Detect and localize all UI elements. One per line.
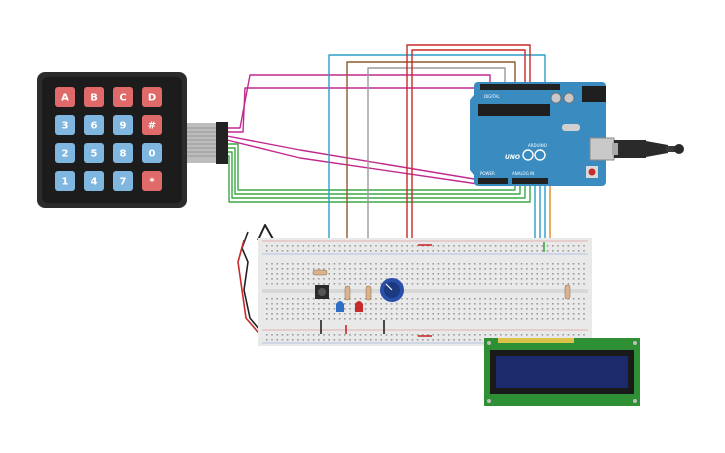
- wire-red-top1: [406, 44, 531, 248]
- arduino-board-notch: [470, 95, 474, 175]
- resistor-2: [344, 285, 351, 301]
- keypad-key-label: B: [90, 93, 98, 104]
- usb-cable-knot: [674, 144, 684, 154]
- wire-keypad-col1: [227, 143, 516, 191]
- lcd-mount-hole-1: [487, 341, 491, 345]
- keypad-4x4: A B C D 3 6 9 #2 5 8 0 1 4 7 *: [37, 72, 228, 208]
- usb-cable: [612, 140, 684, 158]
- wire-keypad-row1: [227, 74, 491, 129]
- led-blue: [336, 301, 344, 312]
- keypad-key-label: 8: [120, 149, 127, 160]
- wire-keypad-row4: [226, 139, 486, 185]
- arduino-digital-label: DIGITAL: [484, 94, 500, 99]
- keypad-key: [84, 171, 104, 191]
- usb-plug: [614, 140, 646, 158]
- breadboard-center-gap: [262, 289, 588, 293]
- led-red: [355, 301, 363, 312]
- arduino-chip: [478, 104, 550, 116]
- keypad-key-label: A: [61, 93, 69, 104]
- keypad-key-label: C: [119, 93, 126, 104]
- lcd-screen: [496, 356, 628, 388]
- keypad-key-label: #: [148, 121, 156, 132]
- usb-cable-end: [666, 146, 676, 152]
- keypad-key: [84, 115, 104, 135]
- keypad-key: [142, 143, 162, 163]
- keypad-key-label: 6: [91, 121, 98, 132]
- lcd-pin-header: [498, 338, 574, 343]
- arduino-logo-right: [534, 149, 546, 161]
- potentiometer-indicator: [385, 283, 393, 291]
- keypad-ribbon: [187, 123, 217, 163]
- arduino-brand-text: ARDUINO: [528, 143, 547, 148]
- keypad-key-label: 0: [149, 149, 156, 160]
- arduino-model-text: UNO: [505, 154, 520, 161]
- keypad-key: [55, 115, 75, 135]
- arduino-analog-header: [512, 178, 548, 184]
- breadboard-holes: [266, 245, 585, 341]
- keypad-key: [142, 171, 162, 191]
- lcd-16x2: [484, 338, 640, 406]
- wire-gray-top: [367, 67, 506, 250]
- keypad-key-label: 3: [62, 121, 69, 132]
- resistor-1: [312, 269, 328, 276]
- keypad-key-label: 1: [62, 177, 69, 188]
- wire-blue-top: [328, 54, 546, 250]
- keypad-key-label: *: [149, 177, 155, 188]
- arduino-analog-label: ANALOG IN: [512, 171, 534, 176]
- keypad-key: [113, 171, 133, 191]
- usb-plug-taper: [646, 141, 668, 157]
- lcd-mount-hole-2: [633, 341, 637, 345]
- keypad-key-label: 5: [91, 149, 98, 160]
- breadboard-components: [312, 242, 571, 337]
- arduino-crystal: [562, 124, 580, 131]
- keypad-key: [84, 87, 104, 107]
- keypad-key-label: 2: [62, 149, 69, 160]
- wire-keypad-col2: [227, 147, 521, 195]
- keypad-key: [113, 143, 133, 163]
- arduino-reset-knob: [588, 168, 596, 176]
- keypad-ribbon-lines: [187, 127, 217, 157]
- wire-keypad-row3: [226, 135, 482, 181]
- arduino-power-jack: [582, 86, 606, 102]
- lcd-mount-hole-4: [633, 399, 637, 403]
- breadboard: [258, 238, 592, 346]
- keypad-key: [113, 87, 133, 107]
- keypad-key: [142, 115, 162, 135]
- keypad-key: [55, 87, 75, 107]
- wire-keypad-col4: [227, 155, 531, 203]
- keypad-key: [142, 87, 162, 107]
- keypad-header-pins: [216, 122, 228, 164]
- wire-keypad-col3: [227, 151, 526, 199]
- resistor-4: [564, 284, 571, 300]
- resistor-3: [365, 285, 372, 301]
- keypad-key-label: D: [148, 93, 156, 104]
- keypad-key: [55, 171, 75, 191]
- arduino-power-label: POWER: [480, 171, 495, 176]
- keypad-key: [84, 143, 104, 163]
- keypad-key-label: 9: [120, 121, 127, 132]
- arduino-power-header: [478, 178, 508, 184]
- arduino-digital-header: [480, 84, 560, 90]
- arduino-capacitor-2: [563, 92, 575, 104]
- lcd-mount-hole-3: [487, 399, 491, 403]
- arduino-capacitor-1: [550, 92, 562, 104]
- keypad-keys: A B C D 3 6 9 #2 5 8 0 1 4 7 *: [55, 87, 162, 191]
- usb-plug-metal: [612, 143, 618, 155]
- keypad-key: [55, 143, 75, 163]
- keypad-key-label: 4: [91, 177, 98, 188]
- keypad-key: [113, 115, 133, 135]
- arduino-usb-port: [589, 137, 615, 161]
- arduino-logo-left: [522, 149, 534, 161]
- wire-brown-top: [346, 61, 516, 250]
- wire-red-top2: [411, 49, 526, 248]
- arduino-uno: DIGITAL UNO ARDUINO POWER ANALOG IN: [470, 82, 615, 186]
- pushbutton-cap: [318, 288, 326, 296]
- wire-keypad-row2: [227, 87, 481, 133]
- keypad-key-label: 7: [120, 177, 127, 188]
